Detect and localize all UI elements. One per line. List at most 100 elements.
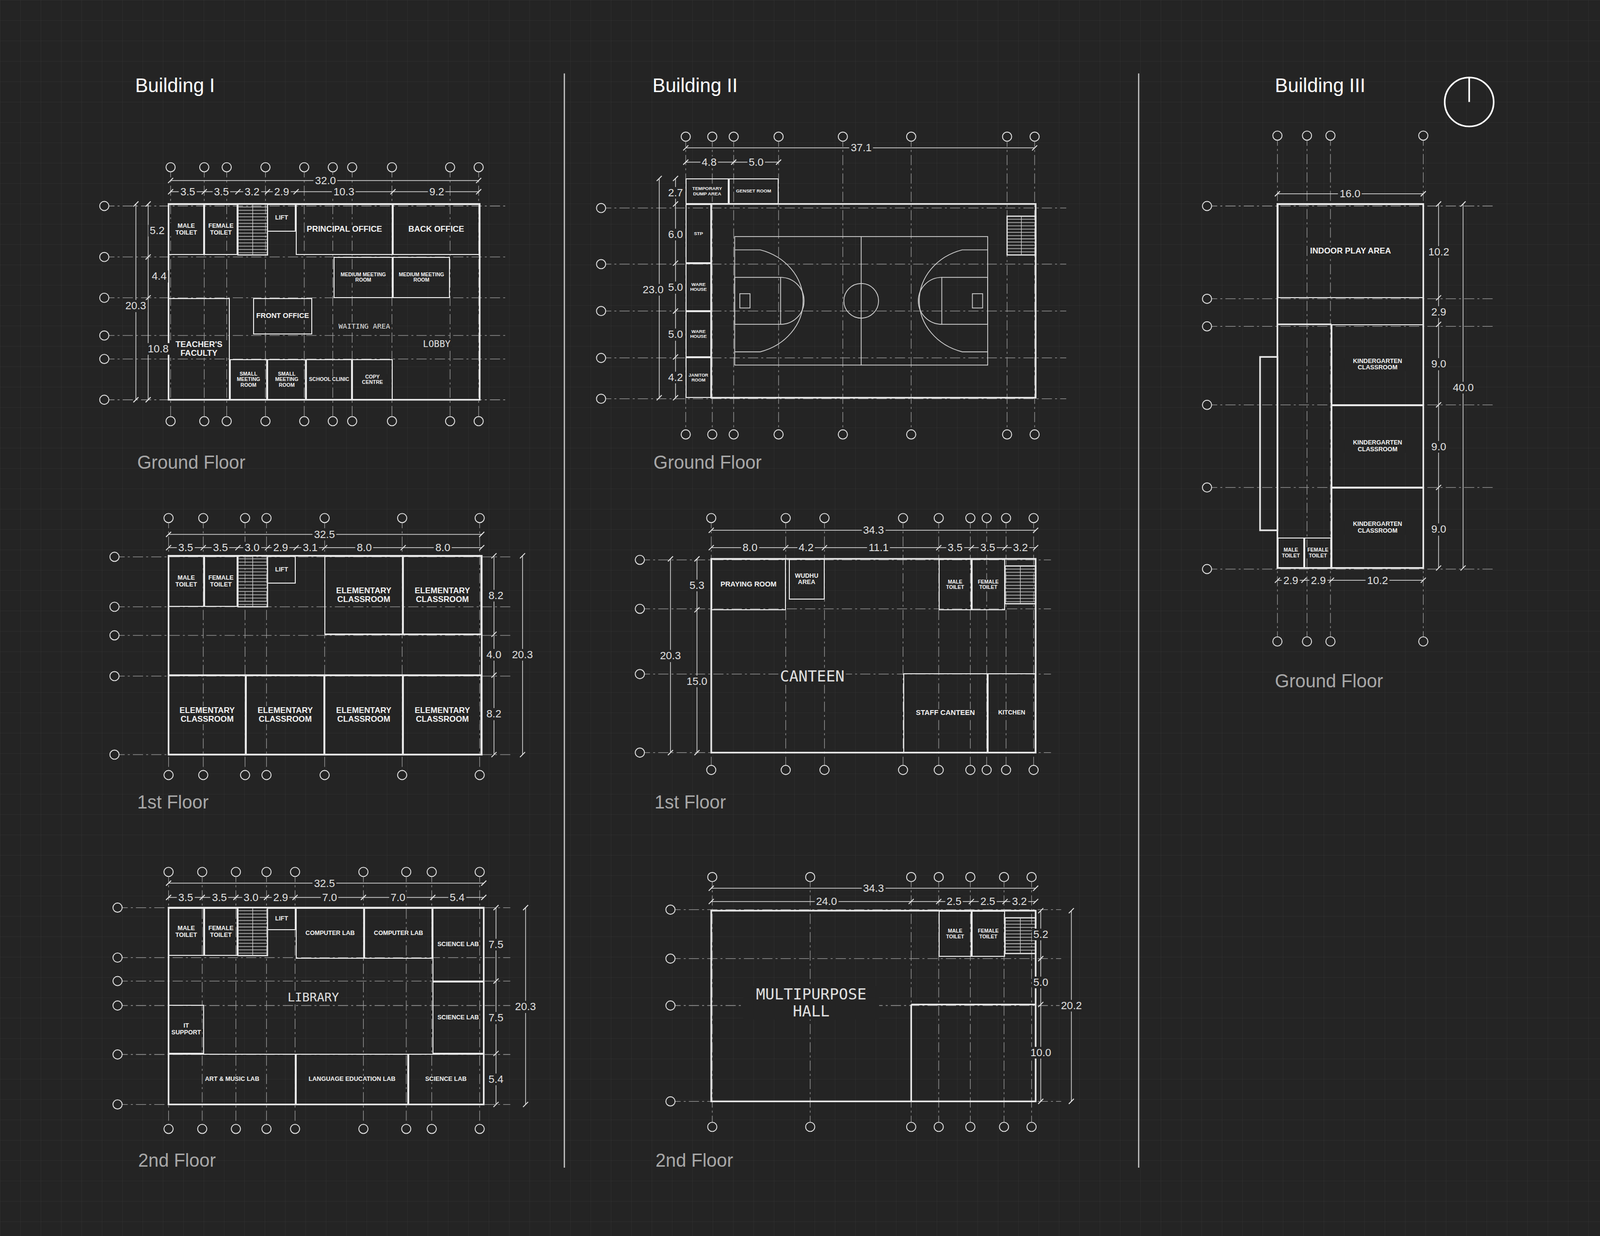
grid-bubble	[475, 770, 485, 781]
room: LIFT	[267, 556, 296, 584]
dimension-tick	[165, 895, 172, 901]
grid-bubble	[819, 765, 830, 775]
dimension-tick	[390, 189, 396, 195]
grid-bubble	[706, 765, 716, 775]
room: TEMPORARY DUMP AREA	[685, 178, 729, 205]
grid-bubble	[773, 131, 784, 142]
dimension-value: 7.0	[320, 892, 339, 904]
dimension-value: 24.0	[814, 896, 839, 908]
room-name: KINDERGARTEN CLASSROOM	[1333, 521, 1422, 535]
grid-bubble	[475, 513, 485, 523]
grid-bubble	[805, 1122, 816, 1132]
dimension-value: 9.0	[1429, 358, 1448, 370]
dimension-value: 3.0	[242, 542, 261, 554]
grid-bubble	[475, 867, 485, 877]
room: KINDERGARTEN CLASSROOM	[1331, 487, 1424, 569]
dimension-tick	[476, 189, 482, 195]
dimension-value: 4.4	[150, 270, 169, 283]
grid-line	[117, 957, 511, 959]
dimension-tick	[481, 880, 487, 887]
grid-bubble	[1272, 637, 1282, 647]
dimension-tick	[708, 545, 715, 551]
grid-line	[911, 136, 912, 435]
dimension-value: 5.2	[148, 224, 167, 237]
dimension-value: 4.2	[666, 371, 685, 384]
grid-bubble	[112, 903, 123, 913]
room-name: COPY CENTRE	[353, 374, 391, 386]
grid-bubble	[261, 867, 272, 877]
grid-bubble	[1302, 130, 1312, 141]
grid-bubble	[163, 1124, 174, 1135]
dimension-tick	[656, 395, 662, 401]
room: KINDERGARTEN CLASSROOM	[1331, 324, 1424, 405]
grid-bubble	[328, 162, 338, 173]
floor-title: 2nd Floor	[136, 1151, 218, 1172]
grid-bubble	[729, 430, 739, 440]
dimension-value: 3.5	[210, 892, 229, 904]
dimension-value: 20.2	[1059, 1000, 1084, 1012]
dimension-value: 3.1	[301, 542, 320, 554]
room: MALE TOILET	[938, 559, 972, 610]
room-name: LIFT	[274, 915, 289, 923]
dimension-tick	[731, 159, 737, 165]
area-name: LOBBY	[421, 338, 452, 350]
grid-bubble	[965, 1122, 976, 1132]
dimension-value: 2.7	[666, 187, 685, 199]
stair-divider	[252, 908, 254, 957]
grid-bubble	[635, 669, 645, 679]
room-name: PRAYING ROOM	[720, 580, 778, 589]
room: FEMALE TOILET	[1304, 537, 1332, 569]
dimension-value: 8.0	[355, 542, 374, 554]
room: LIFT	[267, 908, 296, 931]
three-point-line	[919, 249, 988, 352]
grid-bubble	[99, 201, 110, 211]
dimension-tick	[821, 545, 828, 551]
grid-line	[842, 136, 844, 435]
grid-bubble	[427, 1124, 437, 1135]
grid-bubble	[197, 867, 208, 877]
dimension-tick	[672, 308, 679, 314]
room-name: WARE HOUSE	[687, 282, 710, 293]
area-name: WAITING AREA	[336, 322, 392, 331]
grid-bubble	[397, 513, 407, 523]
dimension-tick	[656, 176, 662, 182]
dimension-tick	[672, 395, 679, 401]
grid-bubble	[99, 331, 110, 341]
dimension-tick	[145, 397, 151, 403]
stair-divider	[1020, 918, 1021, 955]
room-name: ELEMENTARY CLASSROOM	[326, 586, 401, 605]
floor-title: Ground Floor	[652, 453, 764, 474]
dimension-value: 5.0	[747, 156, 766, 168]
room: JANITOR ROOM	[685, 357, 712, 399]
dimension-tick	[1002, 545, 1008, 551]
dimension-tick	[519, 553, 526, 559]
room: LIFT	[267, 204, 296, 232]
dimension-tick	[168, 189, 174, 195]
dimension-value: 5.4	[448, 892, 466, 904]
room-name: ART & MUSIC LAB	[204, 1076, 260, 1084]
room: BACK OFFICE	[392, 204, 480, 256]
dimension-value: 5.0	[666, 328, 685, 341]
grid-bubble	[999, 872, 1009, 882]
grid-bubble	[112, 976, 123, 987]
dimension-value: 11.1	[866, 542, 890, 554]
dimension-tick	[1460, 565, 1466, 572]
room-name: SCIENCE LAB	[424, 1076, 467, 1084]
grid-bubble	[347, 416, 357, 426]
room-name: LIFT	[274, 566, 289, 574]
grid-bubble	[475, 1124, 485, 1135]
dimension-tick	[1420, 191, 1426, 197]
dimension-tick	[1274, 191, 1280, 197]
dimension-tick	[672, 176, 679, 182]
dimension-value: 10.0	[1028, 1047, 1053, 1059]
room: GENSET ROOM	[728, 178, 779, 205]
room: PRINCIPAL OFFICE	[295, 204, 393, 256]
dimension-tick	[493, 1102, 499, 1108]
dimension-value: 3.5	[946, 542, 965, 554]
grid-bubble	[665, 905, 675, 915]
dimension-tick	[683, 159, 689, 165]
inner-wall	[1277, 323, 1332, 325]
room-name: INDOOR PLAY AREA	[1309, 246, 1392, 256]
dimension-tick	[936, 545, 942, 551]
dimension-value: 37.1	[849, 142, 874, 154]
